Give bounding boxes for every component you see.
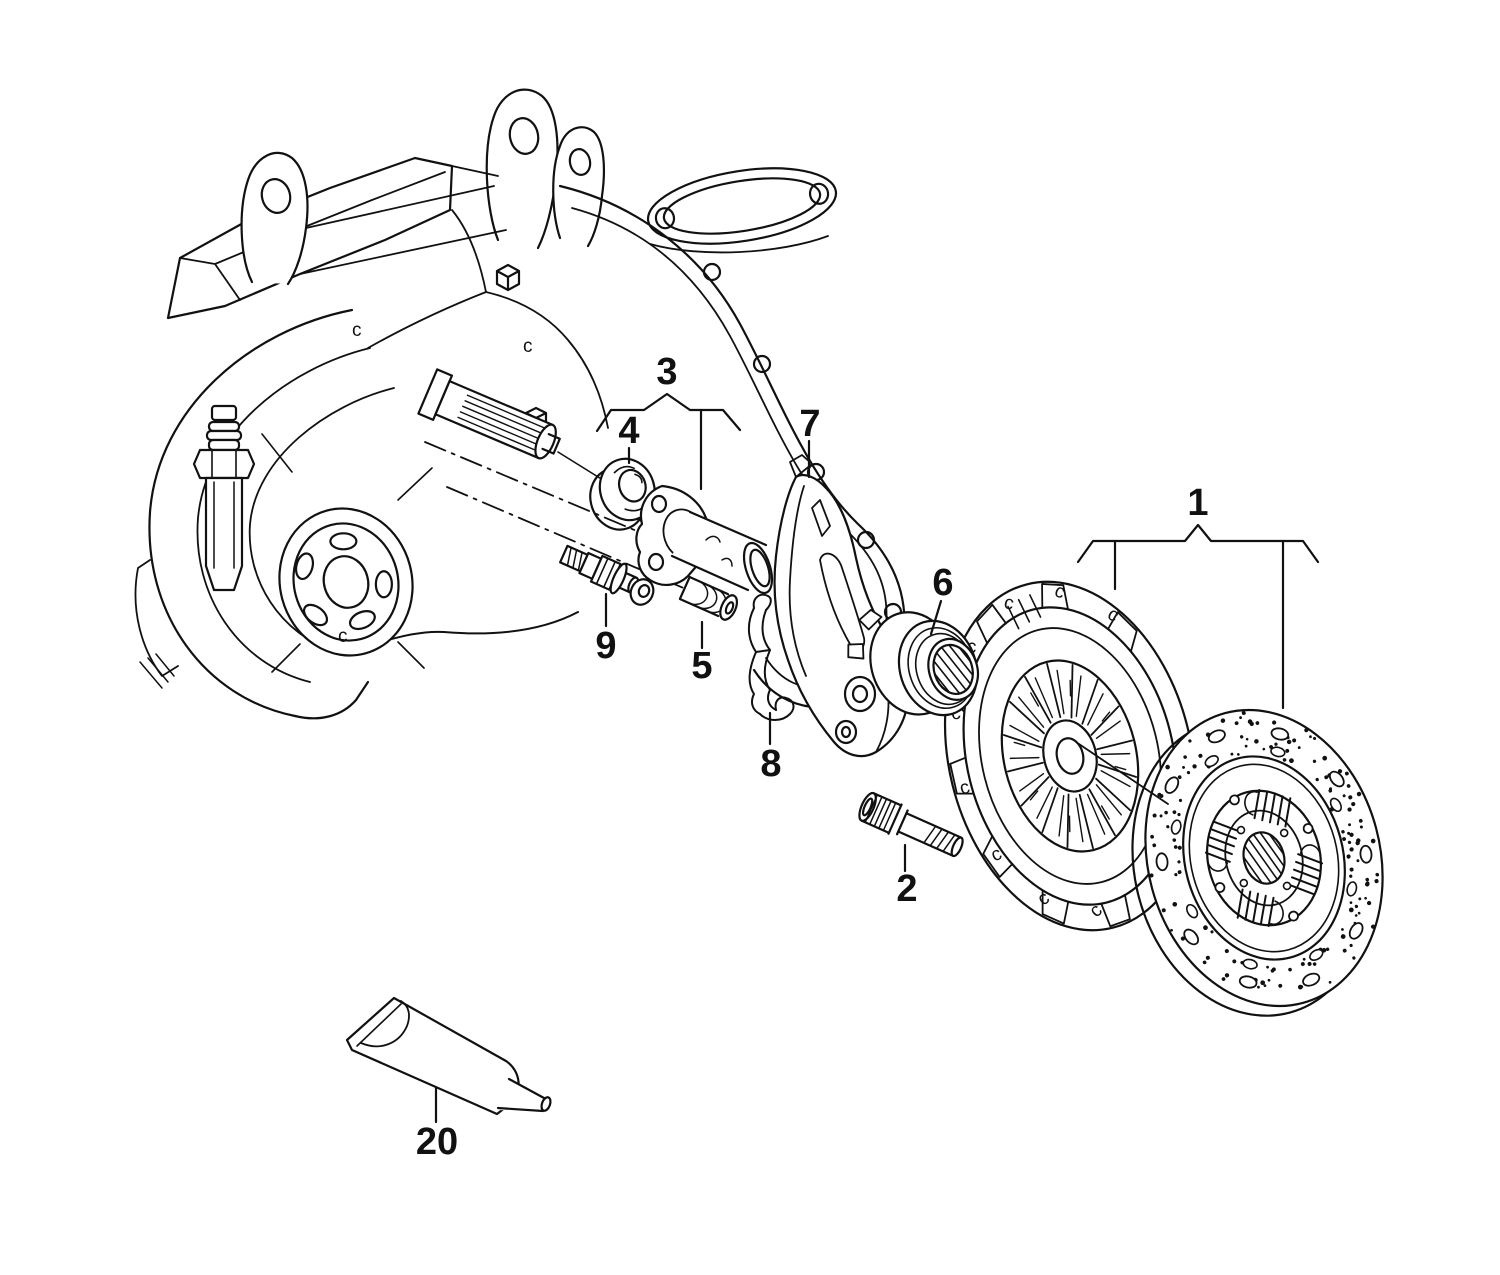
callout-label-3[interactable]: 3 — [656, 351, 677, 393]
callout-label-2[interactable]: 2 — [896, 868, 917, 910]
gearbox-drawing: c c c c — [134, 88, 906, 720]
hatch-foot — [139, 653, 175, 689]
bolt-mark: c — [338, 626, 348, 647]
release-lever-part7 — [773, 454, 910, 758]
callout-5[interactable]: 5 — [691, 620, 713, 687]
mount-lug — [240, 151, 309, 286]
callout-7[interactable]: 7 — [799, 403, 821, 479]
shaft-seal-part4 — [589, 457, 656, 531]
bolt-part9 — [559, 544, 655, 606]
leader-1 — [1113, 539, 1285, 710]
kit-link-line — [1078, 743, 1169, 805]
selector-rod — [192, 404, 256, 592]
svg-text:c: c — [1002, 592, 1016, 614]
flywheel-bolt-part2 — [858, 791, 964, 858]
callout-3[interactable]: 3 — [595, 351, 742, 491]
callout-6[interactable]: 6 — [929, 562, 954, 636]
callout-label-1[interactable]: 1 — [1187, 482, 1208, 524]
hex-bolt — [495, 263, 521, 292]
callout-label-8[interactable]: 8 — [760, 743, 781, 785]
callout-4[interactable]: 4 — [618, 410, 640, 465]
mount-lug — [552, 126, 606, 248]
callout-8[interactable]: 8 — [760, 711, 782, 785]
bearing-bore-hatch — [927, 639, 979, 700]
clutch-disc-part1 — [1131, 708, 1384, 1017]
input-shaft — [417, 368, 561, 460]
driveshaft-flange — [278, 507, 414, 657]
callout-label-6[interactable]: 6 — [932, 562, 953, 604]
callout-20[interactable]: 20 — [416, 1086, 458, 1163]
clutch-disc-generated — [1149, 710, 1380, 990]
grease-tube-part20 — [345, 996, 552, 1116]
callout-label-7[interactable]: 7 — [799, 403, 820, 445]
release-bearing-part6 — [847, 609, 980, 717]
callout-9[interactable]: 9 — [595, 592, 617, 667]
callout-label-4[interactable]: 4 — [618, 410, 639, 452]
disc-spline-hatch — [1237, 827, 1291, 889]
bracket-3 — [595, 392, 742, 433]
mount-lug — [485, 88, 559, 250]
guide-sleeve-part5 — [635, 484, 774, 621]
callout-label-20[interactable]: 20 — [416, 1121, 458, 1163]
callout-1[interactable]: 1 — [1076, 482, 1320, 805]
retaining-clip-part8 — [748, 593, 795, 721]
leader-6 — [929, 599, 943, 636]
callouts: 3 4 7 9 5 8 6 — [416, 351, 1320, 1163]
callout-label-5[interactable]: 5 — [691, 645, 712, 687]
callout-label-9[interactable]: 9 — [595, 625, 616, 667]
bolt-mark: c — [523, 336, 533, 357]
callout-2[interactable]: 2 — [896, 843, 918, 910]
sleeve-bolt — [678, 575, 739, 621]
oval-cover — [646, 167, 838, 245]
bracket-1 — [1076, 523, 1320, 564]
bolt-mark: c — [352, 320, 362, 341]
